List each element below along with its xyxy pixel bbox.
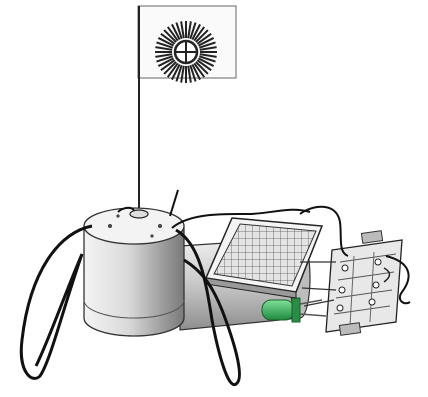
- dc-motor: [84, 208, 184, 336]
- left-leg: [21, 226, 92, 378]
- green-led: [262, 298, 326, 322]
- circuit-board: [300, 231, 402, 336]
- flag: [138, 6, 236, 83]
